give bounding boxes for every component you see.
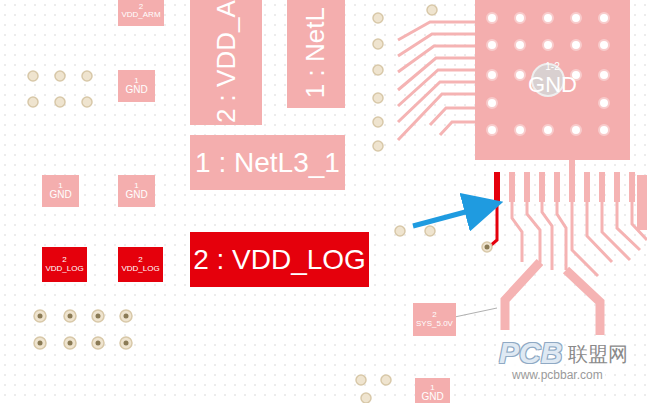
trace-group [398, 22, 476, 140]
power-trace [566, 270, 600, 335]
power-trace [505, 262, 540, 330]
smd-pad: 1GND [118, 175, 155, 207]
pad-number: 1 [430, 384, 434, 392]
net-name: GND [125, 190, 147, 201]
pin-pads [509, 172, 647, 230]
smd-pad: 2VDD_LOG [42, 247, 87, 282]
pad-number: 2 [139, 3, 143, 11]
watermark-text: PCB [497, 336, 564, 370]
net-name: 1 : NetL3_1 [195, 148, 340, 177]
net-name: GND [421, 392, 443, 403]
net-name: 2 : VDD_A [212, 0, 239, 123]
trace [398, 22, 476, 40]
pad-number: 1 [134, 182, 138, 190]
thermal-pad: 1-2GND [475, 0, 630, 160]
smd-pad: 2 : VDD_LOG [190, 232, 369, 287]
pad-number: 2 [432, 311, 436, 319]
smd-pad: 1GND [42, 175, 79, 207]
smd-pad: 1GND [415, 378, 450, 403]
watermark-text: 联盟网 [566, 341, 630, 368]
watermark-text: www.pcbbar.com [510, 368, 605, 382]
smd-pad: 2SYS_5.0V [413, 303, 456, 336]
trace-group [505, 262, 600, 335]
pad-number: 2 [62, 256, 66, 264]
pointer-arrow [413, 207, 484, 226]
net-name: VDD_ARM [121, 11, 160, 19]
net-name: SYS_5.0V [416, 320, 453, 328]
pad-number: 2 [138, 256, 142, 264]
smd-pad: 1 : NetL [287, 0, 345, 108]
trace [440, 122, 476, 135]
ratsnest-line [450, 308, 497, 318]
trace [398, 94, 476, 140]
pad-number: 1 [58, 182, 62, 190]
smd-pad: 2VDD_LOG [118, 247, 163, 282]
smd-pad: 1GND [118, 70, 155, 102]
net-name: 2 : VDD_LOG [193, 245, 366, 274]
smd-pad: 1 : NetL3_1 [190, 135, 345, 190]
smd-pad: 2 : VDD_A [190, 0, 262, 125]
net-name: VDD_LOG [121, 265, 159, 273]
pad-number: 1 [134, 77, 138, 85]
smd-pad: 2VDD_ARM [118, 0, 164, 26]
net-name: GND [528, 73, 577, 96]
trace [617, 175, 640, 250]
pad-number: 1-2 [545, 62, 559, 73]
net-name: 1 : NetL [302, 7, 329, 98]
net-name: VDD_LOG [45, 265, 83, 273]
net-name: GND [49, 190, 71, 201]
net-name: GND [125, 85, 147, 96]
highlighted-pin [494, 172, 500, 202]
